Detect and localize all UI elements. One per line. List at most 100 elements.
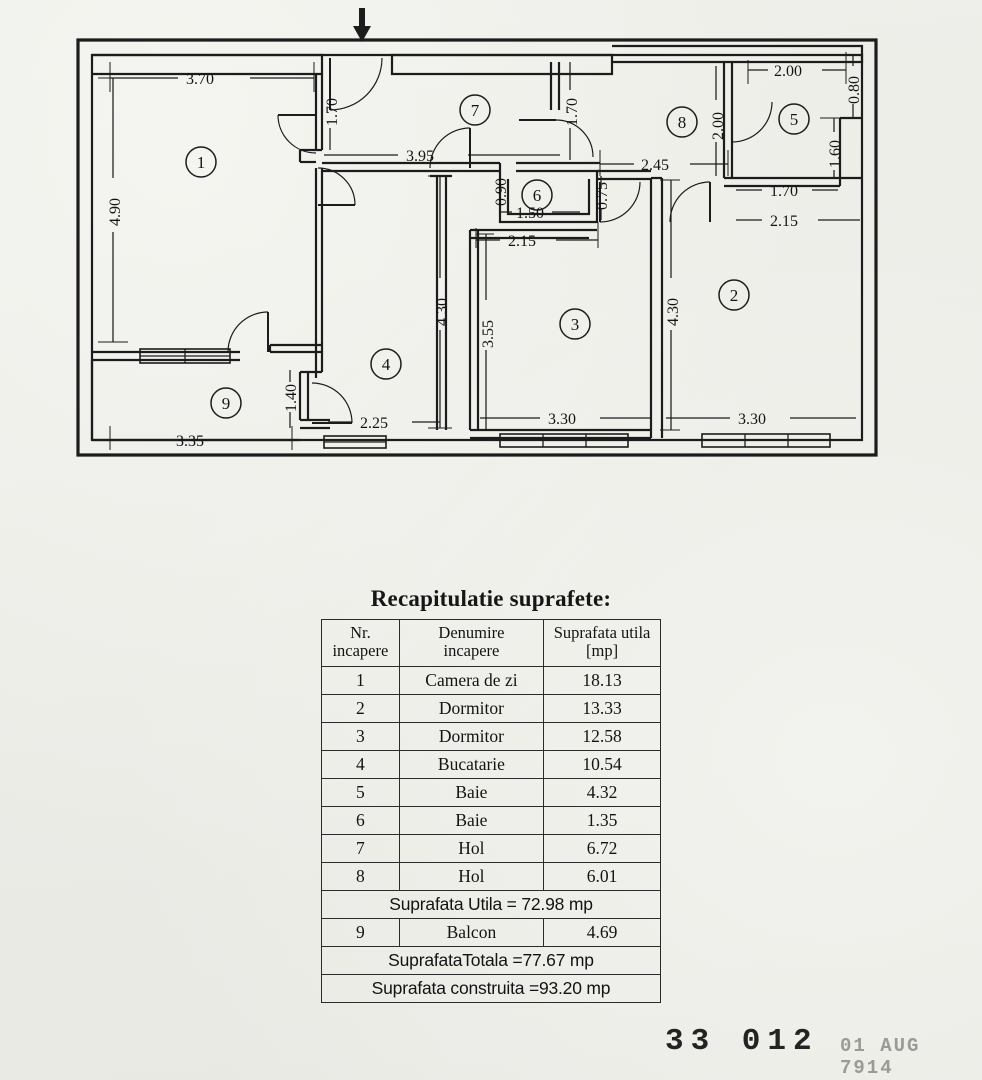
dimension-3-30-room3-label: 3.30 xyxy=(548,411,576,428)
hall7-partition xyxy=(322,161,600,173)
dimension-3-95: 3.95 xyxy=(324,148,560,165)
room-number-7: 7 xyxy=(459,94,491,126)
cell-nr: 8 xyxy=(321,861,400,891)
wall-hall-vertical-right xyxy=(549,62,561,110)
room-1-walls xyxy=(298,74,324,352)
dimension-4-30-kitchen-label: 4.30 xyxy=(434,298,451,326)
cell-name: Balcon xyxy=(398,917,545,947)
dimension-3-30-room3: 3.30 xyxy=(480,411,650,428)
dimension-1-40-label: 1.40 xyxy=(283,384,300,412)
dimension-4-30-room3: 4.30 xyxy=(660,179,682,431)
door-room1-upper xyxy=(277,114,317,154)
cell-area: 6.01 xyxy=(543,861,661,891)
room-number-1: 1 xyxy=(185,146,217,178)
room-number-2: 2 xyxy=(718,279,750,311)
window-kitchen xyxy=(323,435,387,449)
room-4-balcony-walls xyxy=(90,343,330,442)
stamp-number: 33 012 xyxy=(665,1024,819,1059)
window-room2 xyxy=(701,433,831,448)
cell-name: Baie xyxy=(398,777,545,807)
cell-nr: 2 xyxy=(321,693,400,723)
cell-area: 18.13 xyxy=(543,665,661,695)
window-room3 xyxy=(499,433,629,448)
cell-area: 10.54 xyxy=(543,749,661,779)
dimension-3-55-label: 3.55 xyxy=(480,320,497,348)
dimension-3-95-label: 3.95 xyxy=(406,148,434,165)
cell-area: 6.72 xyxy=(543,833,661,863)
areas-table: Nr. incapere Denumire incapere Suprafata… xyxy=(321,619,661,1003)
wall-between-3-and-2 xyxy=(649,176,664,438)
header-denumire: Denumire incapere xyxy=(398,619,545,667)
dimension-3-70: 3.70 xyxy=(109,62,315,92)
floor-plan-drawing: .wall{fill:none;stroke:#1c1c1c;stroke-wi… xyxy=(76,8,878,457)
cell-area: 12.58 xyxy=(543,721,661,751)
dimension-3-30-room2-label: 3.30 xyxy=(738,411,766,428)
window-balcony xyxy=(139,348,231,364)
cell-nr: 6 xyxy=(321,805,400,835)
dimension-4-90: 4.90 xyxy=(98,77,128,343)
dimension-1-50-label: 1.50 xyxy=(516,205,544,222)
dimension-2-00-side-label: 2.00 xyxy=(710,112,727,140)
cell-name: Bucatarie xyxy=(398,749,545,779)
table-summary-row-utila: Suprafata Utila = 72.98 mp xyxy=(321,889,661,919)
dimension-1-60: 1.60 xyxy=(820,117,848,179)
room-number-6: 6 xyxy=(521,179,553,211)
cell-area: 4.32 xyxy=(543,777,661,807)
room-number-3: 3 xyxy=(559,308,591,340)
dimension-4-90-label: 4.90 xyxy=(107,198,124,226)
dimension-4-30-room3-label: 4.30 xyxy=(665,298,682,326)
room-number-9: 9 xyxy=(210,387,242,419)
table-header-row: Nr. incapere Denumire incapere Suprafata… xyxy=(321,619,661,667)
door-hall7-right xyxy=(519,119,594,158)
stamp-area: 33 012 01 AUG 7914 xyxy=(655,1022,982,1079)
dimension-3-70-label: 3.70 xyxy=(186,71,214,88)
dimension-2-45-label: 2.45 xyxy=(641,157,669,174)
dimension-3-55: 3.55 xyxy=(476,233,497,431)
dimension-1-70-hall: 1.70 xyxy=(564,62,581,160)
room-6-walls xyxy=(498,171,599,224)
cell-summary-construita: Suprafata construita =93.20 mp xyxy=(321,973,661,1003)
cell-nr: 3 xyxy=(321,721,400,751)
dimension-3-35-label: 3.35 xyxy=(176,433,204,450)
dimension-2-00-top-label: 2.00 xyxy=(774,63,802,80)
cell-name: Camera de zi xyxy=(398,665,545,695)
header-nr-line1: Nr. xyxy=(350,623,371,642)
stamp-date: 01 AUG 7914 xyxy=(840,1035,921,1079)
dimension-1-60-label: 1.60 xyxy=(827,140,844,168)
door-kitchen xyxy=(311,382,353,424)
dimension-2-25: 2.25 xyxy=(328,415,440,432)
dimension-1-70-bath: 1.70 xyxy=(736,183,838,200)
dimension-1-70-entry: 1.70 xyxy=(324,62,341,150)
dimension-1-50: 1.50 xyxy=(500,205,580,222)
dimension-1-40: 1.40 xyxy=(283,370,300,428)
door-bath5 xyxy=(731,101,773,143)
cell-name: Hol xyxy=(398,861,545,891)
room-number-5: 5 xyxy=(778,103,810,135)
cell-nr: 5 xyxy=(321,777,400,807)
cell-nr: 7 xyxy=(321,833,400,863)
dimension-2-25-label: 2.25 xyxy=(360,415,388,432)
dimension-4-30-kitchen: 4.30 xyxy=(428,175,452,429)
header-nr-line2: incapere xyxy=(332,641,389,661)
cell-summary-totala: SuprafataTotala =77.67 mp xyxy=(321,945,661,975)
room-number-4-label: 4 xyxy=(382,355,391,374)
dimension-0-90-label: 0.90 xyxy=(493,178,510,206)
room-3-walls xyxy=(468,228,651,440)
dimension-2-00-top: 2.00 xyxy=(747,52,847,84)
table-summary-row-totala: SuprafataTotala =77.67 mp xyxy=(321,945,661,975)
entry-wall-band xyxy=(92,44,864,76)
header-denumire-line1: Denumire xyxy=(438,623,505,642)
room-number-2-label: 2 xyxy=(730,286,739,305)
room-number-6-label: 6 xyxy=(533,186,542,205)
dimension-0-75-label: 0.75 xyxy=(594,182,611,210)
entrance-arrow-icon xyxy=(353,8,371,42)
table-summary-row-construita: Suprafata construita =93.20 mp xyxy=(321,973,661,1003)
header-suprafata-line2: [mp] xyxy=(585,641,619,661)
dimension-0-80-label: 0.80 xyxy=(846,76,863,104)
